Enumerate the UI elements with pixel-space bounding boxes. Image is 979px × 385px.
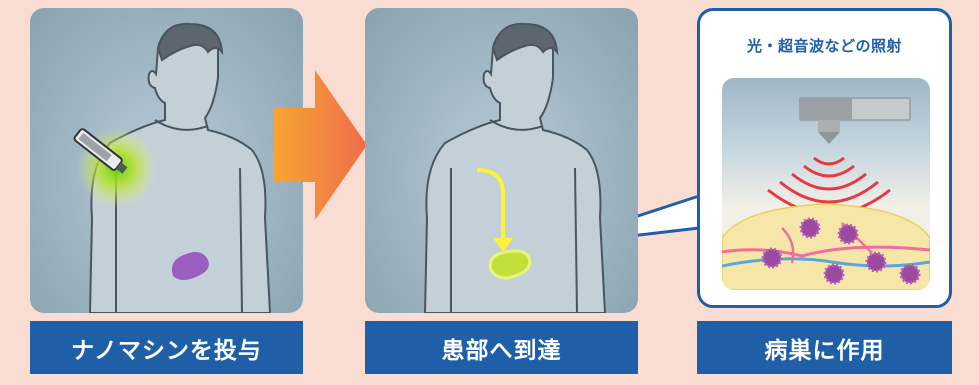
step-label-act: 病巣に作用 — [697, 321, 952, 374]
progress-arrow — [273, 70, 369, 220]
step-label-administer: ナノマシンを投与 — [30, 321, 303, 374]
callout-illustration — [722, 78, 930, 290]
panel-reach — [365, 8, 638, 313]
step-label-reach: 患部へ到達 — [365, 321, 638, 374]
callout-zoom: 光・超音波などの照射 — [697, 8, 952, 308]
panel-administer — [30, 8, 303, 313]
emitter-icon — [800, 98, 910, 144]
callout-title: 光・超音波などの照射 — [700, 35, 949, 56]
